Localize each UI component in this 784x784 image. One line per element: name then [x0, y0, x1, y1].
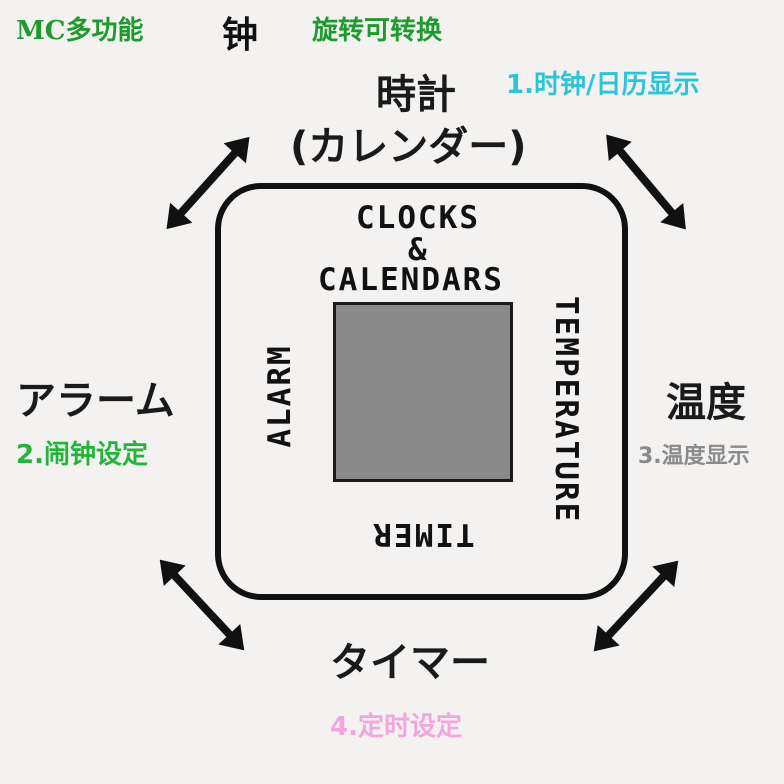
device-label-calendars: CALENDARS	[318, 262, 504, 298]
device-label-clocks: CLOCKS	[356, 200, 480, 236]
double-arrow-icon	[149, 549, 256, 660]
mode-top-jp-line1: 時計	[376, 72, 456, 118]
mode-left-cn: 2.闹钟设定	[16, 440, 148, 470]
title-prefix: MC多功能	[16, 16, 144, 46]
mode-bottom-jp: タイマー	[330, 640, 490, 686]
device-frame	[215, 183, 628, 600]
title-suffix: 旋转可转换	[312, 16, 443, 46]
double-arrow-icon	[595, 125, 698, 239]
device-screen	[333, 302, 513, 482]
title-center-char: 钟	[222, 14, 259, 56]
double-arrow-icon	[155, 127, 260, 239]
mode-left-jp: アラーム	[16, 378, 175, 424]
mode-top-cn: 1.时钟/日历显示	[506, 70, 700, 100]
mode-right-cn: 3.温度显示	[638, 444, 750, 469]
mode-top-jp-line2: (カレンダー)	[290, 124, 527, 170]
device-label-ampersand: &	[408, 232, 429, 268]
mode-bottom-cn: 4.定时设定	[330, 712, 462, 742]
mode-right-jp: 温度	[666, 380, 746, 426]
double-arrow-icon	[583, 550, 690, 661]
